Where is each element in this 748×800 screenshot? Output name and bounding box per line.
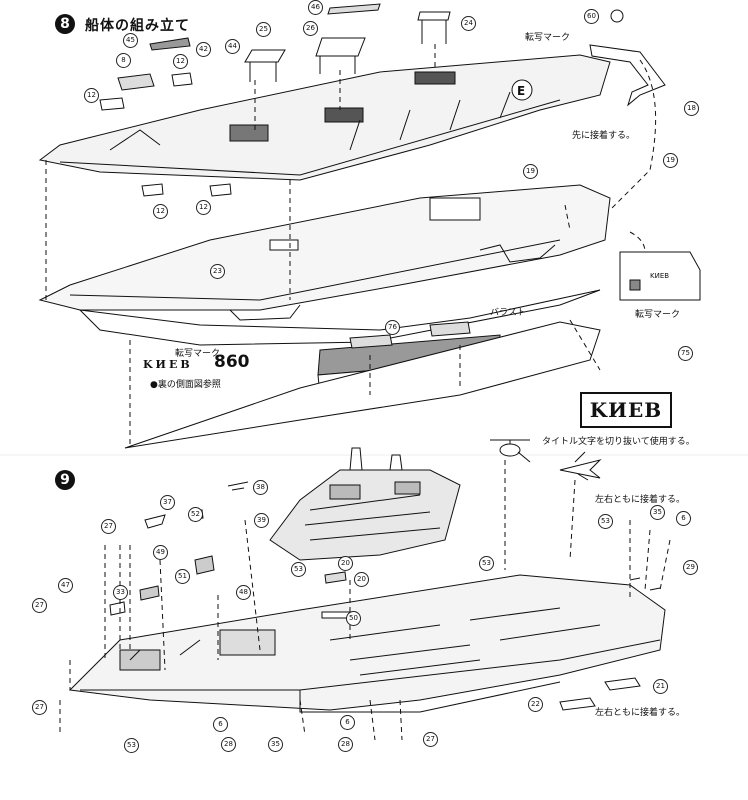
part-callout: 19 [663,153,678,168]
island-superstructure [269,447,461,561]
part-callout: 46 [308,0,323,15]
part-callout: 12 [153,204,168,219]
part-callout: 53 [479,556,494,571]
part-callout: 12 [196,200,211,215]
boat-parts [559,677,641,711]
title-cut-note: タイトル文字を切り抜いて使用する。 [542,437,695,447]
glue-first-note: 先に接着する。 [572,131,636,141]
kiev-decal-label: KИЕВ [143,358,193,371]
step-8-badge: 8 [55,14,75,34]
decal-mark-left: 転写マーク [175,349,221,359]
helicopter [490,439,531,463]
part-callout: 24 [461,16,476,31]
assembled-ship [68,574,666,713]
part-callout: 47 [58,578,73,593]
stern-inset [619,251,701,301]
hull-number-decal: 860 [214,352,250,372]
glue-both-sides-bottom: 左右ともに接着する。 [595,708,686,718]
part-callout: 21 [653,679,668,694]
part-callout: 6 [213,717,228,732]
part-callout: 20 [354,572,369,587]
part-callout: 37 [160,495,175,510]
kiev-title-banner: KИЕВ [580,392,672,428]
side-view-note: ●裏の側面図参照 [150,380,221,390]
assembly-guides-8 [45,44,657,448]
part-callout: 51 [175,569,190,584]
decal-mark-right: 転写マーク [635,310,681,320]
ballast-label: バラスト [490,308,526,318]
part-callout: 28 [221,737,236,752]
part-callout: 42 [196,42,211,57]
assembly-guides-9 [59,460,671,741]
part-callout: 27 [423,732,438,747]
part-callout: 19 [523,164,538,179]
deck-parts [99,3,451,197]
step-9-badge: 9 [55,470,75,490]
part-callout: 33 [113,585,128,600]
part-callout: 20 [338,556,353,571]
part-callout: 12 [84,88,99,103]
part-callout: 6 [340,715,355,730]
part-callout: 75 [678,346,693,361]
part-callout: 18 [684,101,699,116]
jet-aircraft [559,451,602,481]
part-callout: 53 [124,738,139,753]
hull-bottom-part [124,321,601,449]
part-callout: 45 [123,33,138,48]
part-callout: 27 [101,519,116,534]
part-callout: 27 [32,598,47,613]
part-callout: 48 [236,585,251,600]
part-callout: 50 [346,611,361,626]
part-callout: 29 [683,560,698,575]
part-callout: 27 [32,700,47,715]
part-callout: 38 [253,480,268,495]
part-callout: 23 [210,264,225,279]
hull-upper-part [38,184,611,321]
part-callout: 53 [291,562,306,577]
part-callout: 39 [254,513,269,528]
part-callout: 26 [303,21,318,36]
part-callout: 53 [598,514,613,529]
part-callout: 60 [584,9,599,24]
flight-deck-part [38,54,611,181]
part-callout: 76 [385,320,400,335]
part-callout: 8 [116,53,131,68]
part-callout: 35 [268,737,283,752]
part-callout: 28 [338,737,353,752]
part-callout: 12 [173,54,188,69]
part-callout: 35 [650,505,665,520]
part-callout: 22 [528,697,543,712]
glue-both-sides-top: 左右ともに接着する。 [595,495,686,505]
part-callout: 25 [256,22,271,37]
inset-kiev-label: KИЕВ [650,272,670,280]
step-8-title: 船体の組み立て [85,18,190,34]
part-callout: 49 [153,545,168,560]
part-callout: 52 [188,507,203,522]
svg-text:E: E [517,84,525,98]
part-callout: 6 [676,511,691,526]
decal-mark-top: 転写マーク [525,33,571,43]
part-callout: 44 [225,39,240,54]
